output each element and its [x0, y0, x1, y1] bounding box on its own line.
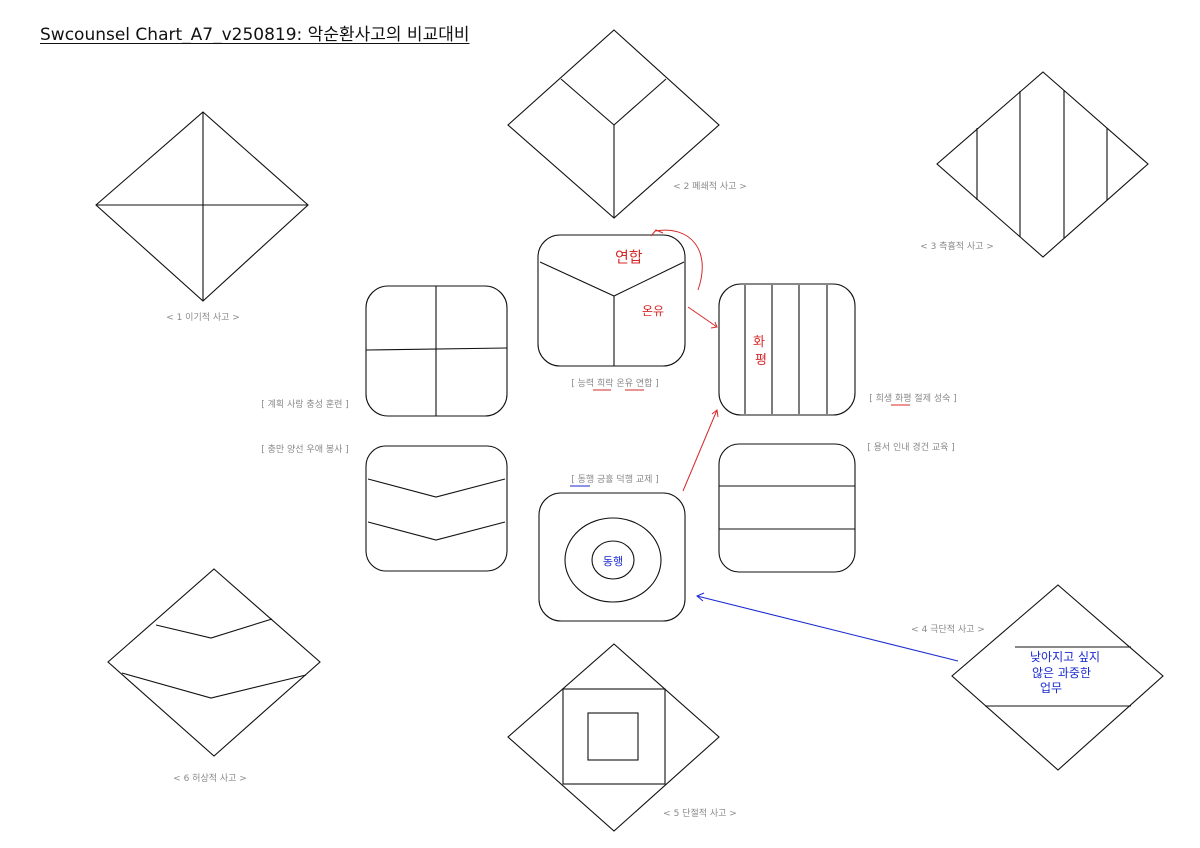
square-left-top: [365, 285, 508, 417]
diamond-1-label: < 1 이기적 사고 >: [166, 311, 240, 323]
square-bottom: [538, 492, 686, 622]
square-right-top: [718, 283, 856, 416]
hw-note-line2: 않은 과중한: [1032, 666, 1091, 680]
hw-hwa: 화: [753, 335, 765, 350]
blue-annotations: [696, 592, 959, 662]
hw-donghaeng: 동행: [603, 555, 623, 568]
square-bottom-label: [ 동행 긍휼 덕행 교제 ]: [571, 473, 659, 485]
hw-note-line3: 업무: [1040, 681, 1062, 695]
square-left-top-label: [ 계획 사랑 충성 훈련 ]: [261, 398, 349, 410]
square-right-bottom-label: [ 용서 인내 경건 교육 ]: [867, 441, 955, 453]
hw-onyu: 온유: [642, 304, 664, 318]
diamond-2-closed: [507, 29, 720, 219]
square-right-top-label: [ 희생 화평 절제 성숙 ]: [869, 392, 957, 404]
diamond-1-selfish: [95, 111, 309, 302]
diamond-4-label: < 4 극단적 사고 >: [911, 623, 985, 635]
square-left-bottom-label: [ 충만 양선 우애 봉사 ]: [261, 444, 349, 455]
diamond-5-disconnected: [507, 643, 720, 832]
diamond-6-label: < 6 허상적 사고 >: [173, 772, 247, 784]
hw-pyeong: 평: [755, 353, 767, 368]
diamond-5-label: < 5 단절적 사고 >: [663, 807, 737, 819]
diamond-4-extreme: [951, 584, 1164, 771]
diamond-3-label: < 3 측흉적 사고 >: [920, 240, 994, 252]
diamond-2-label: < 2 폐쇄적 사고 >: [673, 180, 747, 192]
square-top: [537, 234, 686, 367]
red-annotations: [650, 229, 719, 492]
page-title: Swcounsel Chart_A7_v250819: 악순환사고의 비교대비: [40, 25, 470, 45]
hw-yeonhap: 연합: [615, 248, 643, 266]
square-top-label: [ 능력 희락 온유 연합 ]: [571, 377, 659, 389]
square-right-bottom: [718, 443, 856, 573]
diamond-3-lateral: [936, 71, 1149, 258]
square-left-bottom: [365, 445, 508, 572]
hw-note-line1: 낮아지고 싶지: [1030, 650, 1100, 664]
diamond-6-illusory: [107, 568, 321, 757]
